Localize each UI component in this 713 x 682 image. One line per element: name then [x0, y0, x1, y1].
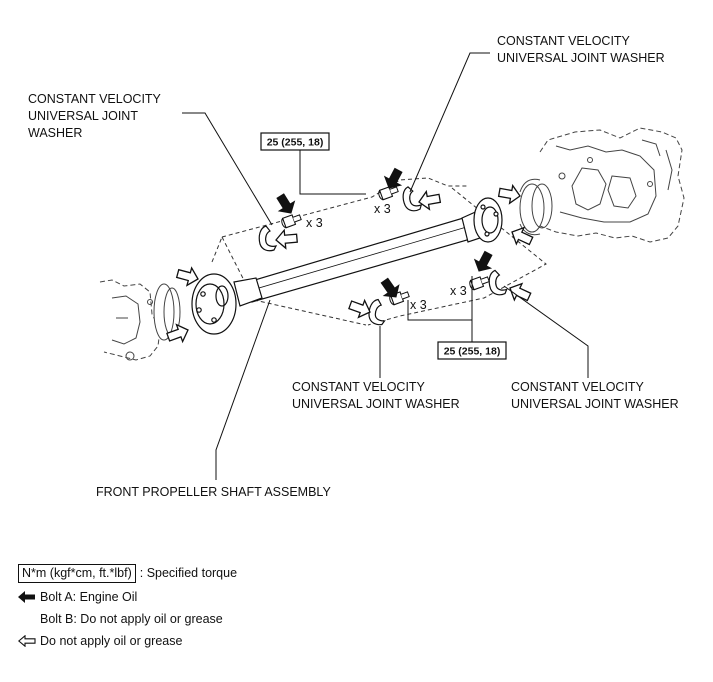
legend-bolt-b: Bolt B: Do not apply oil or grease: [18, 608, 438, 630]
svg-text:CONSTANT VELOCITY: CONSTANT VELOCITY: [292, 380, 426, 394]
outline-arrow-icon: [18, 635, 36, 647]
filled-arrow-icon: [272, 190, 300, 219]
front-differential: [99, 279, 181, 361]
label-washer-bottom-right: CONSTANT VELOCITY UNIVERSAL JOINT WASHER: [511, 380, 679, 411]
outline-arrow-icon: [174, 264, 201, 289]
svg-text:WASHER: WASHER: [28, 126, 82, 140]
legend-bolt-a: Bolt A: Engine Oil: [18, 586, 438, 608]
legend-torque-desc: : Specified torque: [139, 566, 238, 580]
legend-no-oil-text: Do not apply oil or grease: [40, 634, 183, 648]
legend-bolt-b-text: Bolt B: Do not apply oil or grease: [40, 612, 223, 626]
svg-text:25 (255, 18): 25 (255, 18): [267, 137, 324, 149]
svg-text:25 (255, 18): 25 (255, 18): [444, 346, 501, 358]
svg-text:CONSTANT VELOCITY: CONSTANT VELOCITY: [28, 92, 162, 106]
legend-torque: N*m (kgf*cm, ft.*lbf): Specified torque: [18, 562, 438, 586]
legend: N*m (kgf*cm, ft.*lbf): Specified torque …: [18, 562, 438, 652]
count-right: x 3: [450, 284, 467, 298]
label-front-propeller-shaft: FRONT PROPELLER SHAFT ASSEMBLY: [96, 485, 331, 499]
cv-joint-washer-right: [487, 268, 508, 297]
svg-text:UNIVERSAL JOINT: UNIVERSAL JOINT: [28, 109, 138, 123]
cv-joint-washer-left: [258, 225, 277, 252]
propeller-shaft: [191, 197, 503, 335]
outline-arrow-icon: [274, 228, 299, 250]
torque-box-bottom: 25 (255, 18): [437, 341, 507, 360]
count-top: x 3: [374, 202, 391, 216]
bolt-left: [279, 211, 303, 230]
svg-text:UNIVERSAL JOINT WASHER: UNIVERSAL JOINT WASHER: [292, 397, 460, 411]
filled-arrow-icon: [18, 591, 35, 603]
svg-text:CONSTANT VELOCITY: CONSTANT VELOCITY: [497, 34, 631, 48]
svg-text:UNIVERSAL JOINT WASHER: UNIVERSAL JOINT WASHER: [511, 397, 679, 411]
legend-no-oil: Do not apply oil or grease: [18, 630, 438, 652]
count-left: x 3: [306, 216, 323, 230]
torque-box-top: 25 (255, 18): [260, 132, 330, 151]
svg-text:UNIVERSAL JOINT WASHER: UNIVERSAL JOINT WASHER: [497, 51, 665, 65]
label-washer-top-right: CONSTANT VELOCITY UNIVERSAL JOINT WASHER: [497, 34, 665, 65]
transfer-case: [519, 127, 685, 243]
outline-arrow-icon: [497, 182, 523, 206]
count-center: x 3: [410, 298, 427, 312]
label-washer-top-left: CONSTANT VELOCITY UNIVERSAL JOINT WASHER: [28, 92, 162, 140]
legend-bolt-a-text: Bolt A: Engine Oil: [40, 590, 138, 604]
svg-text:CONSTANT VELOCITY: CONSTANT VELOCITY: [511, 380, 645, 394]
leader-lines: [182, 52, 589, 480]
label-washer-bottom-center: CONSTANT VELOCITY UNIVERSAL JOINT WASHER: [292, 380, 460, 411]
legend-torque-unit: N*m (kgf*cm, ft.*lbf): [18, 564, 136, 583]
